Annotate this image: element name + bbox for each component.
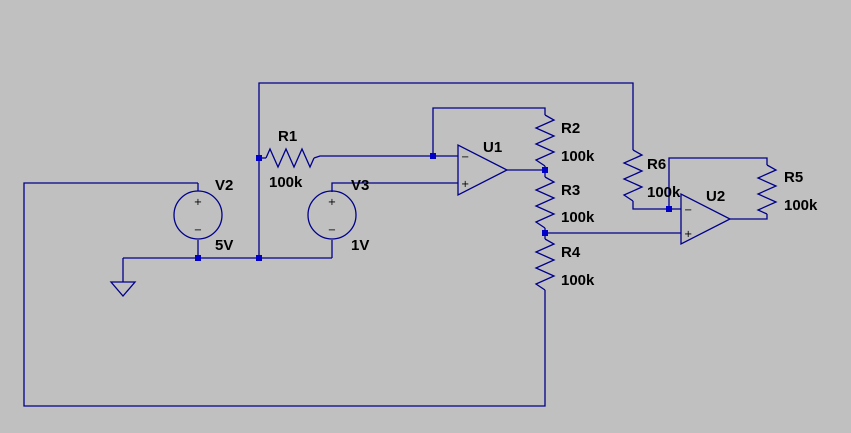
junction-dot <box>542 167 548 173</box>
junction-dot <box>256 255 262 261</box>
r6-ref-label: R6 <box>647 156 666 173</box>
ground-symbol <box>109 281 137 297</box>
wire-u2-feedback <box>668 157 768 209</box>
wire-u2-output <box>730 214 768 220</box>
resistor-R2-symbol[interactable] <box>534 114 556 167</box>
u1-minus-pin: − <box>461 152 469 163</box>
junction-dot <box>666 206 672 212</box>
opamp-U2-symbol[interactable]: − + <box>680 192 732 246</box>
resistor-R1-symbol[interactable] <box>265 147 315 169</box>
labels: R1 100k R2 100k R3 100k R4 100k R6 100k … <box>215 120 818 289</box>
r3-ref-label: R3 <box>561 182 580 199</box>
resistor-R4-symbol[interactable] <box>534 238 556 291</box>
junction-dot <box>542 230 548 236</box>
r5-value-label: 100k <box>784 197 818 214</box>
junction-dot <box>256 155 262 161</box>
wire-r1-right <box>313 155 458 159</box>
u1-ref-label: U1 <box>483 139 502 156</box>
v2-plus-sign: + <box>194 197 202 208</box>
resistor-R6-symbol[interactable] <box>622 149 644 202</box>
v2-minus-sign: − <box>194 225 202 236</box>
voltage-source-V3-symbol[interactable]: + − <box>307 190 357 240</box>
wire-top-rail <box>258 82 634 258</box>
resistor-R3-symbol[interactable] <box>534 176 556 229</box>
v2-value-label: 5V <box>215 237 233 254</box>
r3-value-label: 100k <box>561 209 595 226</box>
junctions <box>195 153 672 261</box>
u2-minus-pin: − <box>684 205 692 216</box>
r1-ref-label: R1 <box>278 128 297 145</box>
wire-u1-feedback <box>432 107 546 156</box>
opamp-U1-symbol[interactable]: − + <box>457 143 509 197</box>
r1-value-label: 100k <box>269 174 303 191</box>
resistor-R5-symbol[interactable] <box>756 164 778 215</box>
wire-v2-top-loop <box>23 182 546 407</box>
v2-ref-label: V2 <box>215 177 233 194</box>
v3-ref-label: V3 <box>351 177 369 194</box>
r4-value-label: 100k <box>561 272 595 289</box>
r6-value-label: 100k <box>647 184 681 201</box>
v3-minus-sign: − <box>328 225 336 236</box>
r5-ref-label: R5 <box>784 169 803 186</box>
v3-plus-sign: + <box>328 197 336 208</box>
wire-r6-to-u2-minus <box>632 201 681 210</box>
u2-plus-pin: + <box>684 229 692 240</box>
junction-dot <box>195 255 201 261</box>
r2-value-label: 100k <box>561 148 595 165</box>
wires <box>23 82 768 407</box>
wire-v3-to-u1-plus <box>331 182 458 192</box>
junction-dot <box>430 153 436 159</box>
v3-value-label: 1V <box>351 237 369 254</box>
voltage-source-V2-symbol[interactable]: + − <box>173 183 223 240</box>
u1-plus-pin: + <box>461 179 469 190</box>
r4-ref-label: R4 <box>561 244 581 261</box>
r2-ref-label: R2 <box>561 120 580 137</box>
u2-ref-label: U2 <box>706 188 725 205</box>
